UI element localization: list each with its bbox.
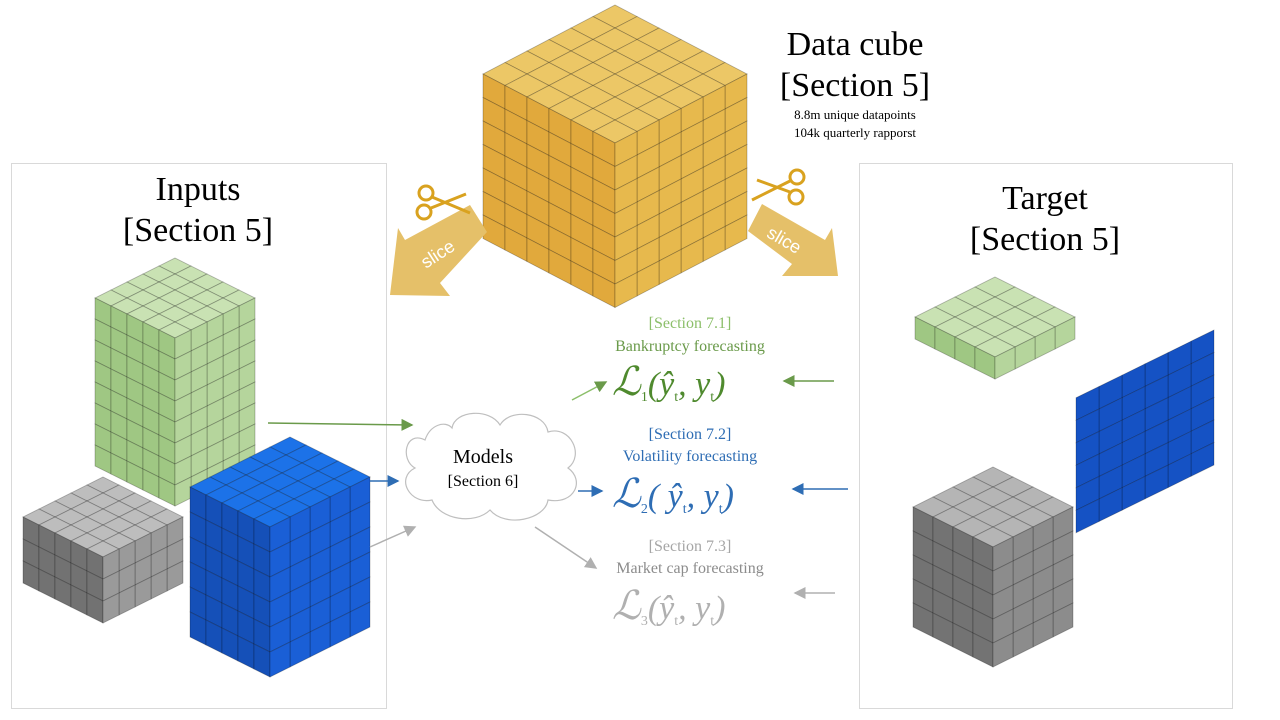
inputs-gray-block — [22, 476, 184, 624]
task3-name: Market cap forecasting — [616, 560, 764, 577]
data-cube-stat-datapoints: 8.8m unique datapoints — [794, 107, 916, 122]
task1-name: Bankruptcy forecasting — [615, 338, 765, 355]
target-section: [Section 5] — [969, 221, 1121, 258]
task1-section: [Section 7.1] — [648, 315, 732, 332]
task2-section: [Section 7.2] — [648, 426, 732, 443]
task3-section: [Section 7.3] — [648, 538, 732, 555]
task1-loss: ℒ1(ŷt, yt) — [612, 359, 726, 405]
target-title: Target — [1002, 180, 1088, 217]
task3-loss: ℒ3(ŷt, yt) — [612, 583, 726, 629]
scissors-icon-left — [415, 184, 471, 221]
arrow-models-to-loss3 — [534, 526, 598, 569]
models-cloud — [405, 412, 577, 521]
data-cube-title: Data cube — [786, 26, 924, 63]
data-cube-block — [482, 4, 748, 309]
target-blue-plane-cells — [1075, 329, 1215, 534]
arrow-gray-inputs-to-models — [369, 525, 417, 548]
arrow-models-to-loss1 — [571, 381, 608, 401]
slice-arrow-right — [748, 204, 838, 276]
task2-name: Volatility forecasting — [622, 448, 758, 465]
inputs-green-block — [94, 257, 256, 507]
models-section: [Section 6] — [447, 473, 519, 490]
data-cube-section: [Section 5] — [779, 67, 931, 104]
inputs-blue-block — [189, 436, 371, 678]
task2-loss: ℒ2( ŷt, yt) — [612, 471, 734, 517]
target-green-block — [914, 276, 1076, 380]
scissors-icon-right — [751, 168, 806, 206]
models-title: Models — [453, 446, 513, 468]
target-gray-block — [912, 466, 1074, 668]
slice-arrow-left — [390, 205, 487, 296]
data-cube-stat-reports: 104k quarterly rapporst — [793, 125, 917, 140]
inputs-title: Inputs — [155, 171, 241, 208]
arrow-green-inputs-to-models — [267, 418, 414, 431]
inputs-section: [Section 5] — [122, 212, 274, 249]
